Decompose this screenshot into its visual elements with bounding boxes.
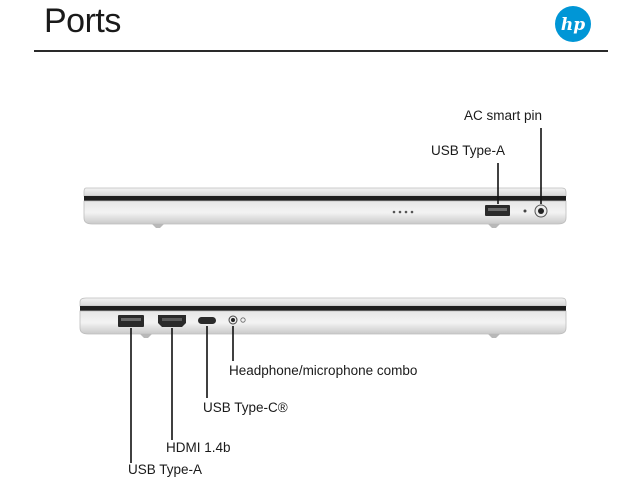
label-usb-type-c: USB Type-C® xyxy=(203,400,288,415)
label-usb-type-a-right: USB Type-A xyxy=(431,143,506,158)
label-headphone-mic-combo: Headphone/microphone combo xyxy=(229,363,418,378)
headphone-icon xyxy=(240,317,246,323)
page-title: Ports xyxy=(44,2,121,40)
power-led-icon xyxy=(523,209,527,213)
label-ac-smart-pin: AC smart pin xyxy=(464,108,543,123)
hp-logo: hp xyxy=(555,6,591,42)
laptop-left-side-view xyxy=(79,297,567,463)
usb-type-c-port xyxy=(198,317,216,324)
status-led-icon xyxy=(392,210,414,214)
title-divider xyxy=(34,50,608,52)
laptop-right-side-view xyxy=(83,128,567,228)
svg-text:hp: hp xyxy=(561,15,585,35)
label-usb-type-a-left: USB Type-A xyxy=(128,462,203,477)
label-hdmi: HDMI 1.4b xyxy=(166,440,231,455)
